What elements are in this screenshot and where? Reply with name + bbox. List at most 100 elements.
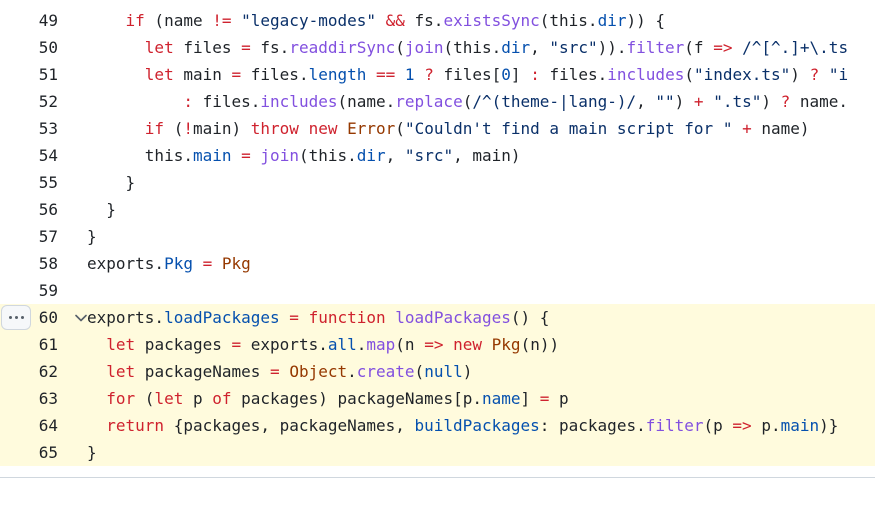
code-line: 50 let files = fs.readdirSync(join(this.… — [0, 34, 875, 61]
code-token: includes — [607, 65, 685, 84]
line-number[interactable]: 49 — [38, 11, 58, 30]
expand-lines-button[interactable] — [1, 305, 31, 330]
code-token: ? — [809, 65, 820, 84]
code-token: => — [732, 416, 752, 435]
code-token: packages) packageNames[p. — [231, 389, 482, 408]
code-token: => — [713, 38, 733, 57]
code-token: = — [539, 389, 550, 408]
code-token: name — [481, 389, 521, 408]
code-token: function — [308, 308, 386, 327]
code-line: 61 let packages = exports.all.map(n => n… — [0, 331, 875, 358]
code-token — [280, 362, 290, 381]
line-number[interactable]: 55 — [38, 173, 58, 192]
line-number[interactable]: 61 — [38, 335, 58, 354]
code-token: name) — [751, 119, 810, 138]
code-text: let files = fs.readdirSync(join(this.dir… — [87, 34, 848, 61]
code-text: } — [87, 196, 116, 223]
indent — [87, 173, 126, 192]
chevron-down-icon[interactable] — [73, 304, 89, 331]
code-token: + — [693, 92, 704, 111]
code-token — [443, 335, 453, 354]
code-token: loadPackages — [395, 308, 511, 327]
line-number[interactable]: 58 — [38, 254, 58, 273]
code-token: ( — [684, 65, 694, 84]
code-line: 59 — [0, 277, 875, 304]
code-token: } — [106, 200, 116, 219]
code-token: new — [453, 335, 483, 354]
code-token: files. — [241, 65, 309, 84]
code-token: throw — [250, 119, 299, 138]
code-token — [704, 92, 714, 111]
code-token: all — [327, 335, 357, 354]
code-token: main — [192, 146, 232, 165]
code-token: includes — [260, 92, 338, 111]
code-token: "legacy-modes" — [241, 11, 376, 30]
line-number[interactable]: 60 — [38, 308, 58, 327]
code-text: exports.Pkg = Pkg — [87, 250, 251, 277]
indent — [87, 335, 106, 354]
code-token — [395, 65, 405, 84]
code-token: = — [202, 254, 213, 273]
code-token: let — [144, 65, 174, 84]
line-number[interactable]: 57 — [38, 227, 58, 246]
code-token — [386, 308, 396, 327]
code-token: + — [742, 119, 752, 138]
code-token: ] — [520, 389, 540, 408]
line-number[interactable]: 51 — [38, 65, 58, 84]
line-number[interactable]: 54 — [38, 146, 58, 165]
code-token: existsSync — [443, 11, 540, 30]
kebab-dot-icon — [20, 316, 24, 319]
code-token: Pkg — [164, 254, 193, 273]
code-token: (f — [684, 38, 714, 57]
code-token: != — [212, 11, 232, 30]
code-token: ? — [780, 92, 791, 111]
code-token: (p — [703, 416, 733, 435]
indent — [87, 362, 106, 381]
code-token: map — [366, 335, 396, 354]
code-token: filter — [645, 416, 704, 435]
code-token: name. — [790, 92, 849, 111]
code-token: main) — [192, 119, 251, 138]
line-number[interactable]: 56 — [38, 200, 58, 219]
code-token: join — [404, 38, 444, 57]
code-token: Pkg — [491, 335, 521, 354]
code-token: fs. — [250, 38, 290, 57]
code-token: = — [231, 65, 242, 84]
indent — [87, 416, 106, 435]
code-token: , main) — [453, 146, 521, 165]
line-number[interactable]: 53 — [38, 119, 58, 138]
code-token: . — [356, 335, 367, 354]
indent — [87, 146, 145, 165]
code-token: ) — [761, 92, 781, 111]
line-number[interactable]: 50 — [38, 38, 58, 57]
code-token: )} — [819, 416, 839, 435]
code-token: (name. — [337, 92, 396, 111]
code-token: = — [270, 362, 280, 381]
code-line: 56 } — [0, 196, 875, 223]
code-token: "src" — [404, 146, 454, 165]
code-token: ] — [510, 65, 531, 84]
line-number[interactable]: 59 — [38, 281, 58, 300]
code-token: let — [154, 389, 184, 408]
line-number[interactable]: 52 — [38, 92, 58, 111]
code-token: {packages, packageNames, — [164, 416, 415, 435]
line-number[interactable]: 62 — [38, 362, 58, 381]
code-token: dir — [501, 38, 531, 57]
line-number[interactable]: 64 — [38, 416, 58, 435]
code-text: if (!main) throw new Error("Couldn't fin… — [87, 115, 810, 142]
code-token — [337, 119, 347, 138]
code-token: => — [424, 335, 444, 354]
code-token: return — [106, 416, 165, 435]
code-token: packages — [135, 335, 232, 354]
code-token: } — [87, 227, 97, 246]
line-number[interactable]: 63 — [38, 389, 58, 408]
code-token — [299, 119, 309, 138]
code-token: (n — [395, 335, 425, 354]
code-text: if (name != "legacy-modes" && fs.existsS… — [87, 7, 665, 34]
code-token: = — [241, 38, 251, 57]
code-token: length — [308, 65, 367, 84]
code-text: } — [87, 439, 97, 466]
line-number[interactable]: 65 — [38, 443, 58, 462]
code-token: Object — [289, 362, 348, 381]
code-token: new — [308, 119, 338, 138]
